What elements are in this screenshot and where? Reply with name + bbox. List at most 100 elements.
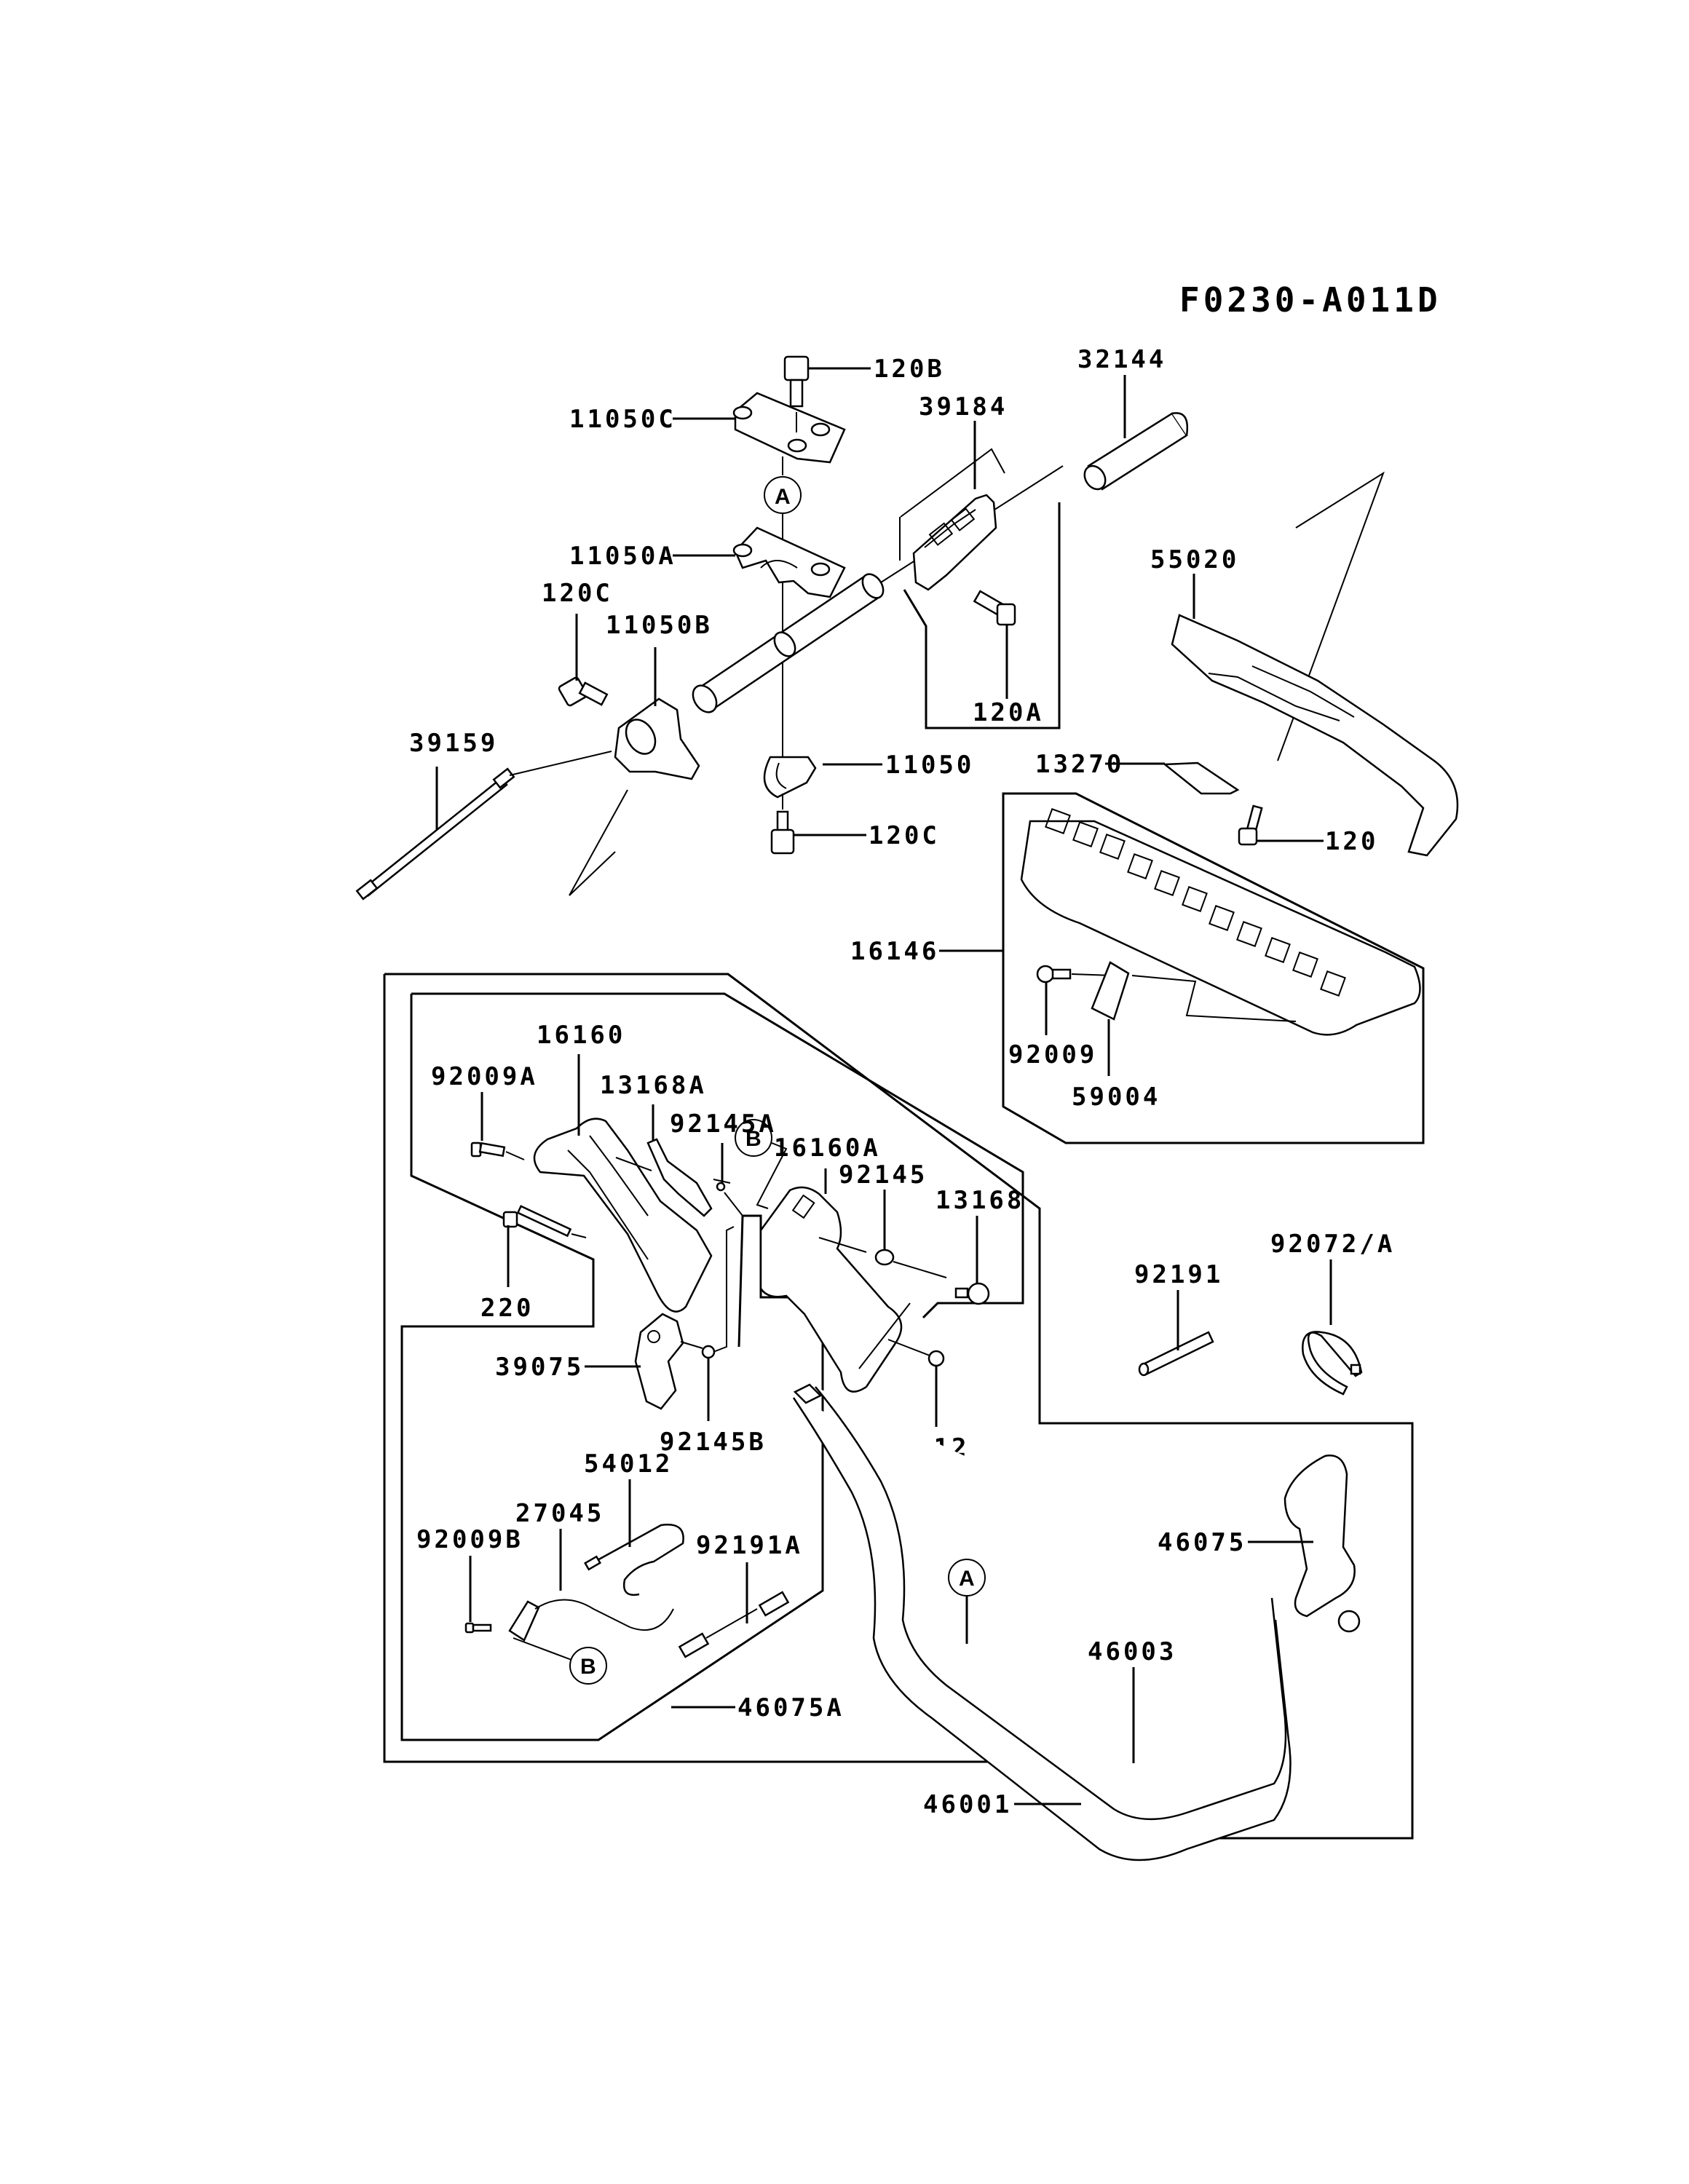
guide-line (713, 1226, 735, 1353)
guide-line (900, 448, 1005, 518)
part-label-92191[interactable]: 92191 (1134, 1260, 1223, 1289)
lever-13168A-icon[interactable] (646, 1138, 713, 1217)
part-label-92009B[interactable]: 92009B (416, 1525, 523, 1554)
bolt-120A-icon[interactable] (973, 590, 1016, 626)
guide-line (680, 1341, 703, 1349)
part-label-27045[interactable]: 27045 (515, 1499, 604, 1528)
guide-line (571, 1233, 587, 1238)
part-label-92191A[interactable]: 92191A (696, 1531, 803, 1560)
part-label-92072A[interactable]: 92072/A (1270, 1230, 1395, 1259)
bolt-120C-top-icon[interactable] (558, 676, 609, 707)
part-label-120B[interactable]: 120B (874, 355, 945, 384)
stud-92191A-icon[interactable] (678, 1591, 790, 1658)
ref-marker-B-top (735, 1119, 772, 1157)
part-label-39075[interactable]: 39075 (495, 1353, 584, 1382)
part-label-11050C[interactable]: 11050C (569, 405, 676, 434)
part-label-92145[interactable]: 92145 (839, 1160, 927, 1190)
part-label-120C-bottom[interactable]: 120C (869, 821, 940, 850)
part-label-54012[interactable]: 54012 (584, 1449, 673, 1479)
part-label-32144[interactable]: 32144 (1077, 345, 1166, 374)
plate-13270-icon[interactable] (1162, 761, 1240, 795)
part-label-120C-top[interactable]: 120C (542, 579, 613, 608)
cable-54012-icon[interactable] (583, 1524, 684, 1597)
guide-line (818, 1237, 867, 1253)
part-label-13168A[interactable]: 13168A (600, 1071, 707, 1100)
shield-55020-icon[interactable] (1171, 614, 1459, 857)
part-label-220[interactable]: 220 (480, 1294, 534, 1323)
part-label-13168[interactable]: 13168 (936, 1186, 1024, 1215)
part-label-92145B[interactable]: 92145B (660, 1428, 767, 1457)
part-label-59004[interactable]: 59004 (1072, 1083, 1160, 1112)
part-label-11050A[interactable]: 11050A (569, 542, 676, 571)
group-box-46075A (400, 994, 824, 1741)
group-box-16160A (411, 992, 1024, 1319)
part-label-11050[interactable]: 11050 (885, 751, 974, 780)
spring-92145-icon[interactable] (874, 1249, 895, 1266)
group-box-16146 (1002, 792, 1425, 1144)
part-label-16160A[interactable]: 16160A (774, 1133, 881, 1163)
screw-92009-icon[interactable] (1036, 965, 1072, 984)
grip-46075-icon[interactable] (1283, 1455, 1356, 1618)
clamp-11050B-icon[interactable] (614, 697, 700, 780)
spring-92145A-icon[interactable] (716, 1182, 726, 1192)
switch-27045-icon[interactable] (508, 1599, 674, 1642)
bolt-120-icon[interactable] (1238, 804, 1263, 846)
part-label-92009[interactable]: 92009 (1008, 1040, 1097, 1069)
part-label-120[interactable]: 120 (1325, 827, 1378, 856)
ref-marker-B-top-label: B (745, 1127, 762, 1151)
guide-line (858, 1302, 911, 1369)
label-plate-59004-icon[interactable] (1091, 961, 1130, 1021)
bolt-120C-bottom-icon[interactable] (770, 810, 795, 855)
part-label-39184[interactable]: 39184 (919, 392, 1008, 422)
part-label-120A[interactable]: 120A (973, 698, 1044, 727)
part-label-55020[interactable]: 55020 (1150, 545, 1239, 574)
part-label-46003[interactable]: 46003 (1088, 1637, 1176, 1666)
guide-line (756, 1142, 788, 1209)
bolt-120B-icon[interactable] (783, 355, 810, 408)
group-bracket-39184 (903, 502, 1061, 729)
clamp-11050C-icon[interactable] (732, 392, 846, 464)
guide-line (1277, 471, 1385, 761)
part-label-39159[interactable]: 39159 (409, 729, 498, 758)
ref-marker-A-bottom-label: A (959, 1567, 975, 1591)
bolt-220-icon[interactable] (502, 1205, 572, 1238)
part-label-13270[interactable]: 13270 (1035, 750, 1124, 779)
shaft-cover-39184-icon[interactable] (912, 494, 997, 591)
guide-line (505, 1151, 525, 1160)
knob-13168-icon[interactable] (954, 1282, 990, 1305)
pin-92191-icon[interactable] (1138, 1331, 1214, 1377)
ref-marker-B-bottom-label: B (580, 1655, 596, 1679)
part-label-46075A[interactable]: 46075A (737, 1693, 844, 1722)
clamp-11050-icon[interactable] (763, 756, 817, 799)
group-box-46001 (383, 973, 1414, 1840)
loop-handle-46003-icon[interactable] (792, 1383, 1361, 1861)
screw-92009A-icon[interactable] (470, 1142, 506, 1158)
screw-92009B-icon[interactable] (464, 1622, 492, 1634)
nut-312-icon[interactable] (927, 1350, 945, 1367)
part-label-11050B[interactable]: 11050B (606, 611, 713, 640)
handle-half-16160A-icon[interactable] (759, 1186, 903, 1393)
guide-line (569, 851, 616, 896)
clamp-11050A-icon[interactable] (732, 526, 846, 598)
part-label-16146[interactable]: 16146 (850, 937, 939, 966)
ref-marker-B-bottom (569, 1647, 607, 1685)
part-label-46001[interactable]: 46001 (923, 1790, 1012, 1819)
part-label-92145A[interactable]: 92145A (670, 1109, 777, 1139)
part-label-92009A[interactable]: 92009A (431, 1062, 538, 1091)
part-label-46075[interactable]: 46075 (1158, 1528, 1246, 1557)
figure-code: F0230-A011D (1179, 280, 1441, 320)
part-label-16160[interactable]: 16160 (537, 1021, 625, 1050)
spring-92145B-icon[interactable] (701, 1345, 716, 1359)
guide-line (509, 751, 612, 776)
cable-tie-92072A-icon[interactable] (1302, 1331, 1363, 1396)
grip-tube-32144-icon[interactable] (1080, 412, 1189, 493)
guide-line (513, 1637, 572, 1661)
handle-half-16160-icon[interactable] (533, 1117, 713, 1313)
guard-16146-icon[interactable] (1020, 808, 1421, 1036)
drive-shaft-39159-icon[interactable] (355, 767, 515, 901)
guide-line (724, 1192, 743, 1216)
throttle-trigger-39075-icon[interactable] (634, 1313, 684, 1410)
ref-marker-A-top-label: A (775, 485, 791, 509)
guide-line (569, 789, 628, 896)
